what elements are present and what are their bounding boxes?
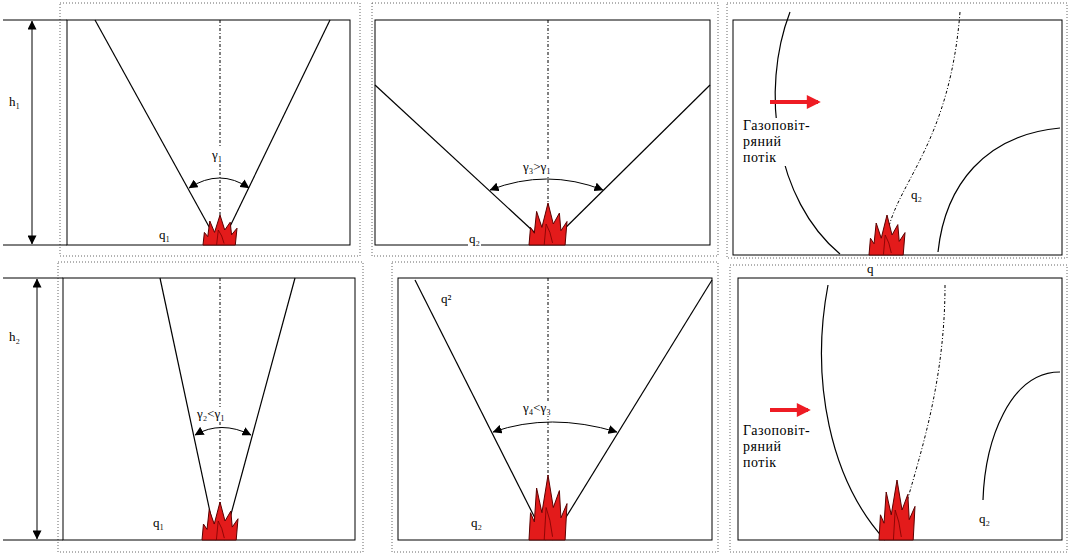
heat-label: q₂ bbox=[910, 188, 923, 203]
angle-label: γ₃>γ₁ bbox=[522, 160, 552, 175]
fire-symbol bbox=[879, 480, 915, 540]
heat-label: q₂ bbox=[468, 232, 481, 247]
panel-frames bbox=[58, 3, 1067, 552]
heat-label: q bbox=[866, 262, 875, 277]
fire-detail bbox=[893, 510, 901, 540]
heat-label: q₂ bbox=[470, 516, 483, 531]
fire-symbol bbox=[203, 215, 237, 245]
heat-label: q₁ bbox=[152, 516, 165, 531]
heat-label: q² bbox=[440, 292, 452, 307]
height-dimensions bbox=[3, 20, 67, 540]
flames bbox=[202, 203, 915, 540]
dimension-label: h₁ bbox=[8, 95, 21, 110]
flow-label: Газоповіт- ряний потік bbox=[742, 118, 811, 166]
fire-detail bbox=[217, 230, 224, 245]
plume-axes bbox=[220, 12, 960, 540]
heat-label: q₂ bbox=[978, 512, 991, 527]
fire-symbol bbox=[529, 475, 567, 540]
dimension-label: h₂ bbox=[8, 330, 21, 345]
fire-symbol bbox=[869, 215, 905, 255]
panel-boxes bbox=[63, 20, 1062, 540]
fire-symbol bbox=[529, 203, 567, 245]
fire-detail bbox=[216, 521, 224, 540]
heat-label: q₁ bbox=[158, 228, 171, 243]
flow-label: Газоповіт- ряний потік bbox=[742, 423, 811, 471]
fire-symbol bbox=[202, 502, 238, 540]
angle-label: γ₄<γ₃ bbox=[522, 401, 552, 416]
angle-label: γ₁ bbox=[211, 148, 223, 163]
fire-detail bbox=[544, 508, 552, 541]
fire-detail bbox=[883, 235, 891, 255]
fire-detail bbox=[544, 224, 552, 245]
plume-boundaries bbox=[95, 12, 1060, 540]
angle-label: γ₂<γ₁ bbox=[196, 407, 226, 422]
angle-arcs bbox=[189, 178, 617, 435]
